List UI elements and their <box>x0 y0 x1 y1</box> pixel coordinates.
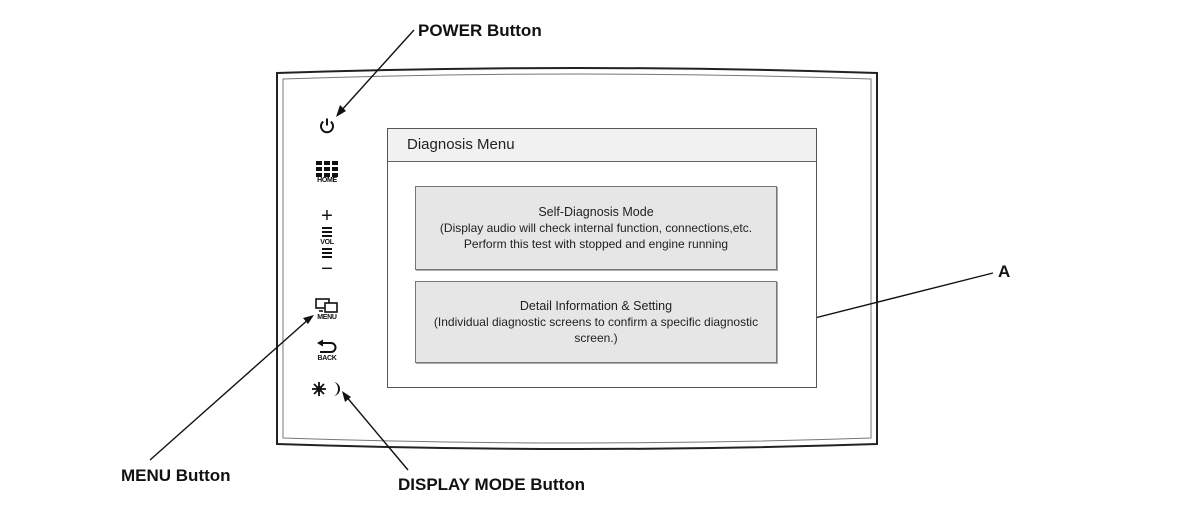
display-mode-callout: DISPLAY MODE Button <box>398 475 586 494</box>
option-description-line1: (Individual diagnostic screens to confir… <box>433 315 759 329</box>
volume-bars-icon <box>322 226 332 237</box>
volume-caption: VOL <box>320 238 334 246</box>
menu-button-callout: MENU Button <box>121 466 231 485</box>
display-screen: Diagnosis Menu Self-Diagnosis Mode (Disp… <box>387 128 817 388</box>
home-caption: HOME <box>317 176 337 184</box>
volume-up-button[interactable]: + <box>321 204 333 227</box>
power-button[interactable] <box>315 114 339 138</box>
leader-a <box>782 272 994 327</box>
option-title: Detail Information & Setting <box>519 299 673 313</box>
callout-a: A <box>998 262 1011 281</box>
arrowhead-power <box>336 105 346 117</box>
leader-display <box>344 394 409 471</box>
arrowhead-menu <box>303 315 314 324</box>
home-button[interactable]: HOME <box>312 158 342 186</box>
volume-down-button[interactable]: − <box>321 257 333 280</box>
option-description-line2: screen.) <box>574 331 618 345</box>
option-description-line1: (Display audio will check internal funct… <box>439 221 753 235</box>
volume-bars-icon <box>322 247 332 258</box>
power-icon <box>320 118 334 134</box>
option-description-line2: Perform this test with stopped and engin… <box>463 237 729 251</box>
grid-icon <box>316 160 338 177</box>
option-title: Self-Diagnosis Mode <box>538 205 654 219</box>
display-mode-button[interactable] <box>306 378 350 400</box>
arrowhead-display <box>342 391 351 402</box>
bezel-inner <box>282 73 872 444</box>
menu-caption: MENU <box>317 313 337 321</box>
detail-information-setting-option[interactable]: Detail Information & Setting (Individual… <box>415 281 777 363</box>
sun-moon-icon <box>312 382 340 396</box>
back-button[interactable]: BACK <box>310 336 344 364</box>
menu-screens-icon <box>315 297 338 313</box>
power-button-callout: POWER Button <box>418 21 542 40</box>
back-arrow-icon <box>317 339 337 353</box>
menu-button[interactable]: MENU <box>310 295 344 323</box>
screen-title: Diagnosis Menu <box>388 129 816 162</box>
volume-control[interactable]: + VOL − <box>310 201 344 283</box>
leader-power <box>339 29 415 113</box>
leader-menu <box>149 317 311 461</box>
self-diagnosis-mode-option[interactable]: Self-Diagnosis Mode (Display audio will … <box>415 186 777 270</box>
back-caption: BACK <box>317 354 337 362</box>
